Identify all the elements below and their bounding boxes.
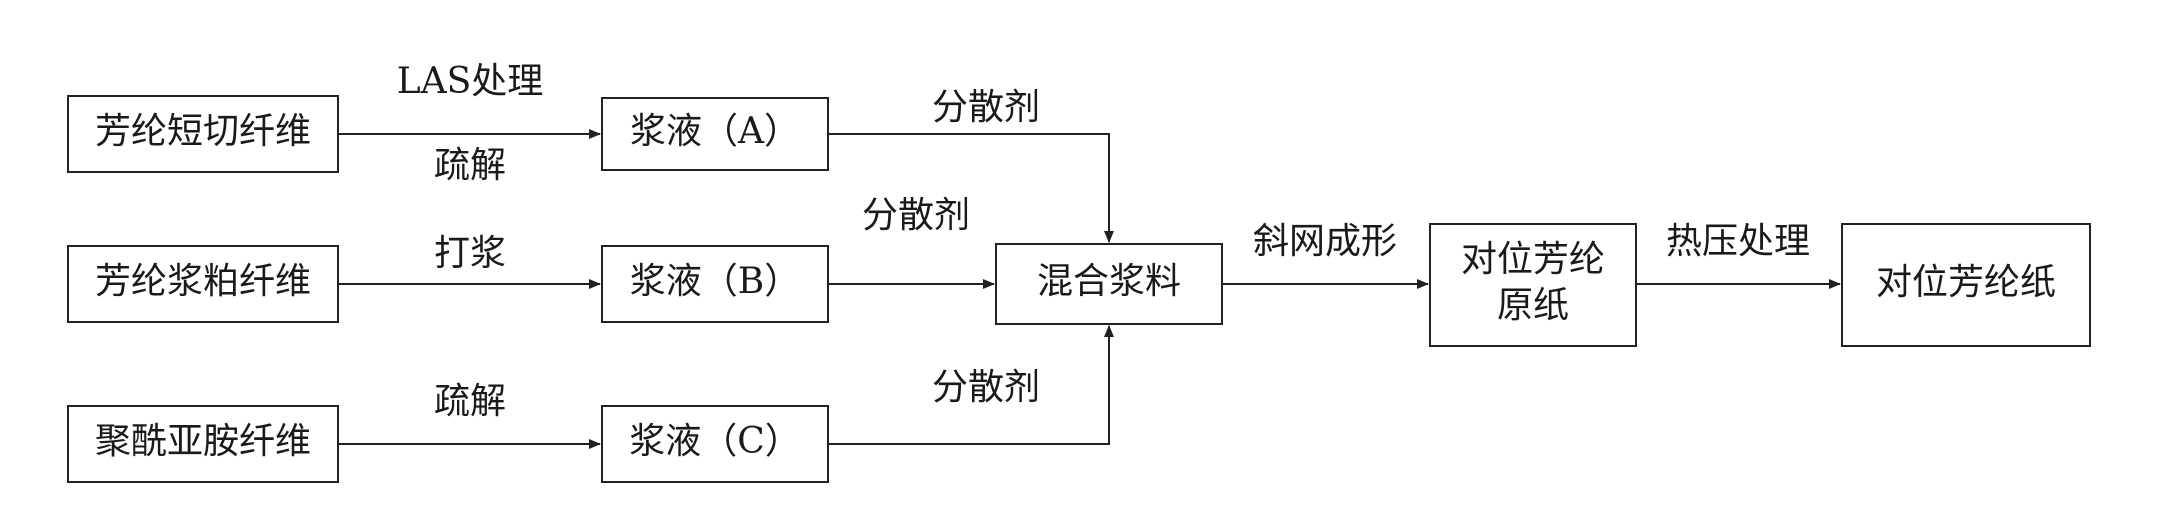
node-slurry-b: 浆液（B） xyxy=(602,246,828,322)
node-aramid-pulp-fiber-label: 芳纶浆粕纤维 xyxy=(95,261,311,302)
label-las-treatment: LAS处理 xyxy=(397,61,544,102)
node-aramid-pulp-fiber: 芳纶浆粕纤维 xyxy=(68,246,338,322)
node-mixed-slurry: 混合浆料 xyxy=(996,244,1222,324)
label-dissociation-a: 疏解 xyxy=(434,145,506,186)
label-beating: 打浆 xyxy=(434,233,506,274)
node-slurry-c-label: 浆液（C） xyxy=(629,421,801,462)
node-para-aramid-paper: 对位芳纶纸 xyxy=(1842,224,2090,346)
node-aramid-short-cut-fiber: 芳纶短切纤维 xyxy=(68,96,338,172)
node-para-aramid-paper-label: 对位芳纶纸 xyxy=(1876,262,2056,303)
node-para-aramid-base-paper: 对位芳纶 原纸 xyxy=(1430,224,1636,346)
label-dispersant-c: 分散剂 xyxy=(932,367,1040,408)
node-mixed-slurry-label: 混合浆料 xyxy=(1037,261,1181,302)
label-dissociation-c: 疏解 xyxy=(434,381,506,422)
node-para-aramid-base-paper-line1: 对位芳纶 xyxy=(1461,239,1605,280)
node-slurry-a: 浆液（A） xyxy=(602,98,828,170)
label-hot-pressing: 热压处理 xyxy=(1666,221,1810,262)
node-slurry-b-label: 浆液（B） xyxy=(630,261,800,302)
label-dispersant-a: 分散剂 xyxy=(932,87,1040,128)
label-dispersant-b: 分散剂 xyxy=(862,195,970,236)
node-slurry-c: 浆液（C） xyxy=(602,406,828,482)
node-polyimide-fiber: 聚酰亚胺纤维 xyxy=(68,406,338,482)
node-para-aramid-base-paper-line2: 原纸 xyxy=(1497,285,1569,326)
node-slurry-a-label: 浆液（A） xyxy=(630,111,800,152)
node-aramid-short-cut-fiber-label: 芳纶短切纤维 xyxy=(95,111,311,152)
label-inclined-wire-forming: 斜网成形 xyxy=(1253,221,1397,262)
node-polyimide-fiber-label: 聚酰亚胺纤维 xyxy=(95,421,311,462)
